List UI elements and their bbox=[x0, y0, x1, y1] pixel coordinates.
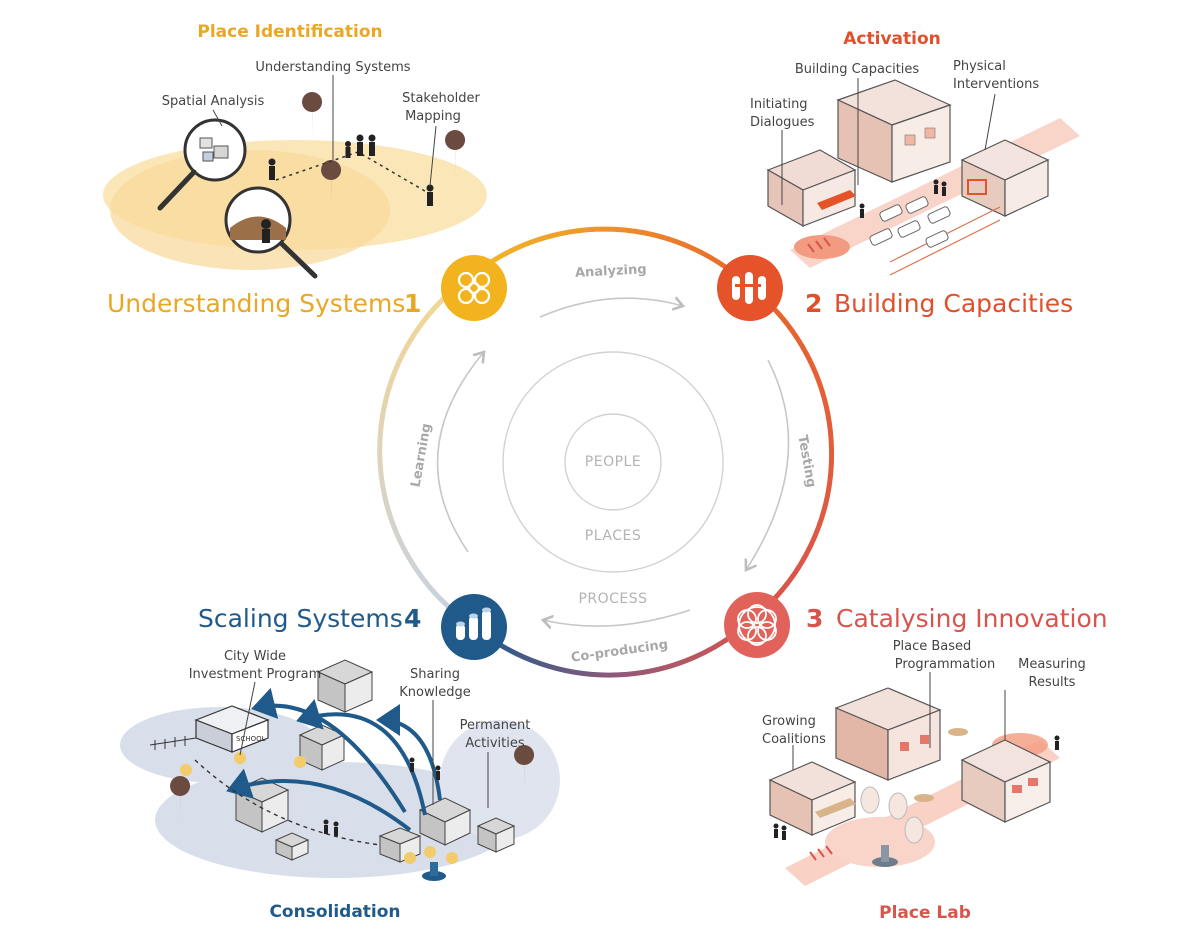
stage-1-title: Understanding Systems bbox=[107, 289, 405, 318]
core-process-label: PROCESS bbox=[578, 591, 647, 607]
cycle-label-testing: Testing bbox=[794, 434, 818, 489]
label-initiating: Initiating bbox=[750, 97, 808, 112]
activation-illustration bbox=[766, 78, 1080, 276]
map-pin-icon bbox=[302, 92, 323, 138]
stage-4-title: Scaling Systems bbox=[198, 604, 403, 633]
cycle-label-learning: Learning bbox=[409, 422, 435, 488]
magnifier-icon bbox=[157, 118, 247, 211]
cycle-label-co-producing: Co-producing bbox=[570, 637, 669, 665]
core-circles bbox=[502, 351, 724, 573]
cycle-label-analyzing: Analyzing bbox=[575, 262, 647, 281]
map-pin-icon bbox=[321, 160, 342, 206]
stage-4-number: 4 bbox=[404, 604, 421, 633]
label-mapping: Mapping bbox=[405, 109, 461, 124]
leader-lines bbox=[792, 672, 1006, 770]
label-spatial-analysis: Spatial Analysis bbox=[162, 94, 265, 109]
quadrant-heading-place-identification: Place Identification bbox=[197, 22, 382, 42]
label-coalitions: Coalitions bbox=[762, 732, 826, 747]
label-programmation: Programmation bbox=[895, 657, 995, 672]
label-understanding-systems: Understanding Systems bbox=[255, 60, 410, 75]
school-sign: SCHOOL bbox=[236, 735, 266, 743]
label-physical: Physical bbox=[953, 59, 1006, 74]
cylinders-icon bbox=[456, 607, 491, 640]
people-figures bbox=[859, 179, 947, 218]
label-measuring: Measuring bbox=[1018, 657, 1086, 672]
leader-lines bbox=[212, 75, 437, 187]
quadrant-heading-consolidation: Consolidation bbox=[269, 902, 400, 922]
label-city-wide: City Wide bbox=[224, 649, 286, 664]
leader-lines bbox=[239, 681, 489, 808]
label-building-capacities: Building Capacities bbox=[795, 62, 920, 77]
label-stakeholder: Stakeholder bbox=[402, 91, 480, 106]
map-pin-icon bbox=[445, 130, 466, 176]
stage-2-number: 2 bbox=[805, 289, 822, 318]
cycle-ring bbox=[377, 226, 835, 678]
map-pin-icon bbox=[170, 776, 191, 822]
place-identification-illustration bbox=[103, 75, 487, 279]
label-place-based: Place Based bbox=[893, 639, 972, 654]
place-lab-illustration bbox=[768, 672, 1060, 886]
label-sharing: Sharing bbox=[410, 667, 460, 682]
bars-icon bbox=[732, 272, 766, 304]
stage-4-node bbox=[441, 594, 507, 660]
leader-lines bbox=[781, 78, 996, 205]
label-permanent: Permanent bbox=[460, 718, 531, 733]
cycle-arrows bbox=[436, 298, 790, 626]
stage-1-number: 1 bbox=[404, 289, 421, 318]
stage-3-title: Catalysing Innovation bbox=[836, 604, 1108, 633]
stage-2-node bbox=[717, 255, 783, 321]
stage-1-node bbox=[441, 255, 507, 321]
consolidation-illustration: SCHOOL bbox=[120, 659, 560, 881]
label-results: Results bbox=[1029, 675, 1076, 690]
stage-3-number: 3 bbox=[806, 604, 823, 633]
quadrant-heading-place-lab: Place Lab bbox=[879, 903, 971, 923]
label-interventions: Interventions bbox=[953, 77, 1039, 92]
label-activities: Activities bbox=[465, 736, 525, 751]
label-dialogues: Dialogues bbox=[750, 115, 815, 130]
core-people-label: PEOPLE bbox=[585, 454, 641, 470]
flower-grid-icon bbox=[457, 271, 491, 305]
label-knowledge: Knowledge bbox=[399, 685, 470, 700]
people-figures bbox=[268, 134, 434, 206]
label-growing: Growing bbox=[762, 714, 816, 729]
quadrant-heading-activation: Activation bbox=[843, 29, 940, 49]
stage-3-node bbox=[724, 592, 790, 658]
core-places-label: PLACES bbox=[585, 528, 641, 544]
label-investment-program: Investment Program bbox=[189, 667, 322, 682]
people-figures bbox=[773, 735, 1060, 840]
map-pin-icon bbox=[514, 745, 535, 791]
mandala-icon bbox=[737, 604, 777, 646]
magnifier-icon bbox=[224, 186, 318, 279]
people-figures bbox=[323, 757, 441, 836]
stage-2-title: Building Capacities bbox=[834, 289, 1073, 318]
